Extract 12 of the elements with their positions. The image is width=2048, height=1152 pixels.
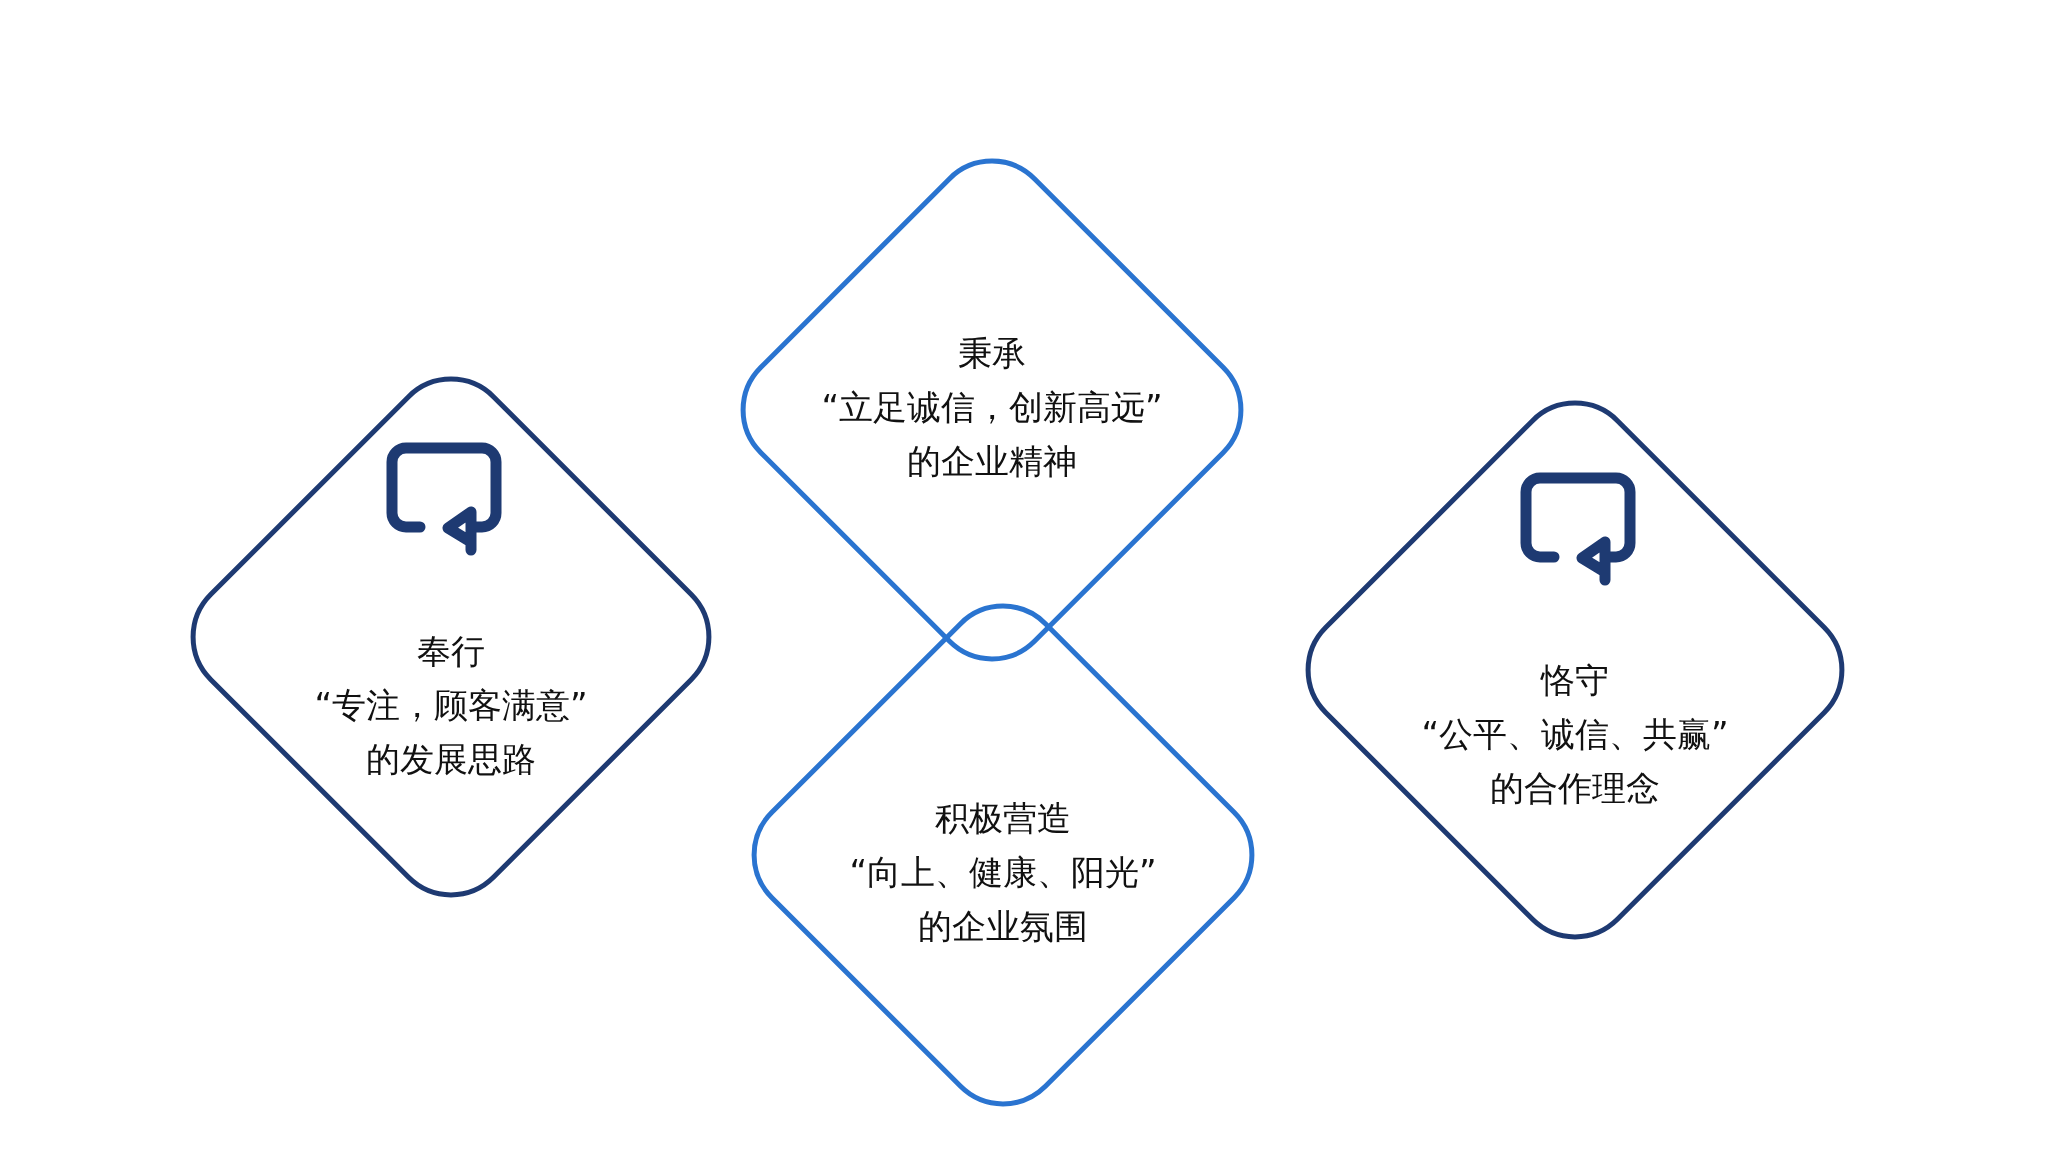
body-text: 的合作理念 [1490, 767, 1660, 810]
heading-text: 积极营造 [935, 797, 1071, 840]
body-text: “立足诚信，创新高远” [821, 386, 1163, 429]
body-text: 的企业精神 [907, 440, 1077, 483]
heading-text: 奉行 [417, 630, 485, 673]
heading-text: 恪守 [1541, 659, 1609, 702]
body-text: “向上、健康、阳光” [849, 851, 1157, 894]
heading-text: 秉承 [958, 332, 1026, 375]
body-text: “公平、诚信、共赢” [1421, 713, 1729, 756]
body-text: “专注，顾客满意” [314, 684, 588, 727]
body-text: 的发展思路 [366, 738, 536, 781]
body-text: 的企业氛围 [918, 905, 1088, 948]
